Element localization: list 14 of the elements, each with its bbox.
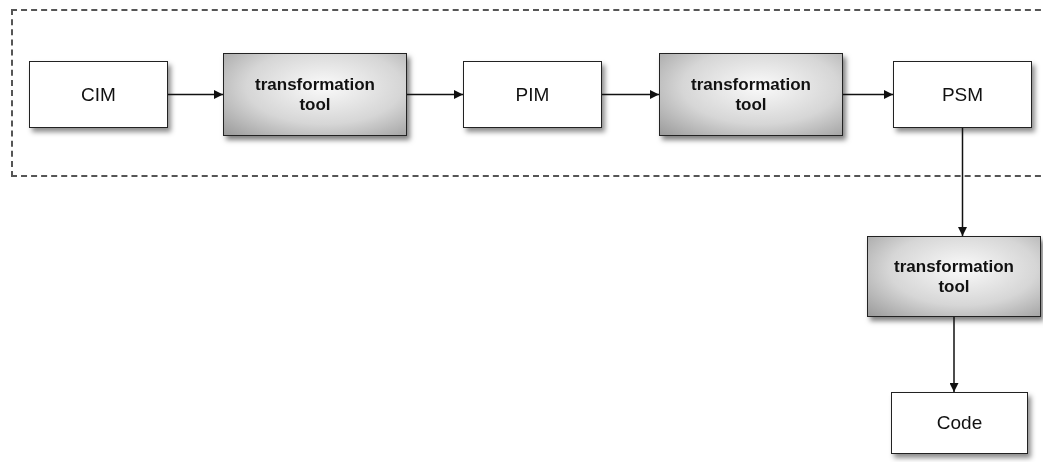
arrow (958, 127, 967, 237)
model-box: PIM (463, 61, 602, 128)
arrow (406, 90, 464, 99)
arrow (949, 316, 959, 393)
dashed-boundary (11, 9, 1043, 177)
arrow (601, 90, 660, 99)
model-box: PSM (893, 61, 1032, 128)
arrow (842, 90, 894, 99)
tool-box: transformation tool (659, 53, 843, 136)
arrow (167, 90, 224, 99)
tool-box: transformation tool (867, 236, 1041, 317)
tool-box: transformation tool (223, 53, 407, 136)
model-box: CIM (29, 61, 168, 128)
model-box: Code (891, 392, 1028, 454)
